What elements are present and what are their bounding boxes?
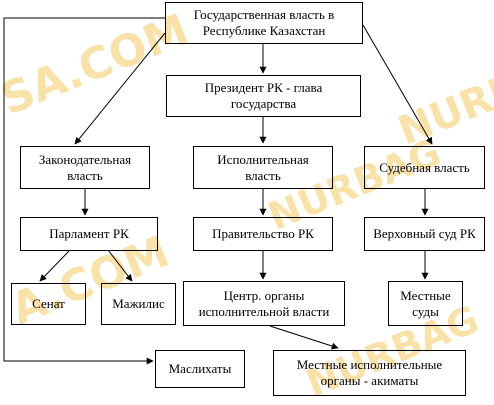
arrow-state-to-maslikhats [3,17,165,365]
node-parliament: Парламент РК [20,217,158,251]
node-judicial: Судебная власть [364,146,485,189]
node-local-executive: Местные исполнительные органы - акиматы [273,350,466,396]
arrow-central-to-local-exec [269,325,339,350]
arrow-state-to-legislative [74,32,166,145]
node-senate: Сенат [11,283,86,325]
arrow-parliament-to-mazhilis [107,249,133,282]
node-mazhilis: Мажилис [101,283,176,325]
node-state-power: Государственная власть в Республике Каза… [165,2,363,44]
node-local-courts: Местные суды [388,281,463,326]
node-government: Правительство РК [193,217,333,251]
arrow-parliament-to-senate [39,249,71,282]
node-executive: Исполнительная власть [193,146,333,189]
node-legislative: Законодательная власть [20,146,150,189]
arrow-state-to-judicial [362,24,433,145]
node-president: Президент РК - глава государства [166,75,361,117]
node-supreme-court: Верховный суд РК [364,217,485,251]
node-central-organs: Центр. органы исполнительной власти [183,281,345,326]
node-maslikhats: Маслихаты [155,350,245,388]
